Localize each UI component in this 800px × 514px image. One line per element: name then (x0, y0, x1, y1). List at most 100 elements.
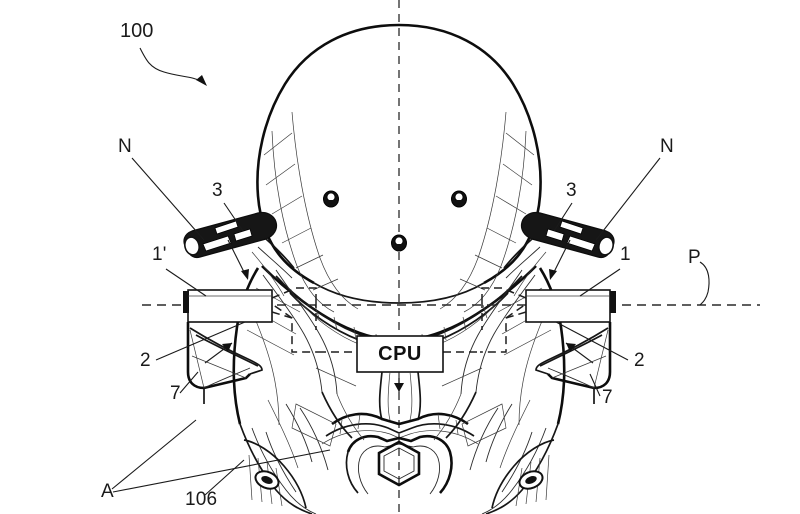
headlight-right-3 (501, 431, 533, 493)
mirror-slot-right-1 (566, 235, 596, 252)
label-unit-right-1: 1 (620, 244, 631, 265)
leader-106 (204, 459, 245, 496)
label-sensor-left-3: 3 (212, 180, 223, 201)
leader-3-left-arrow-shaft (227, 239, 246, 275)
leader-100-arrow (196, 75, 207, 86)
left-winglet-group (186, 322, 263, 404)
windscreen-rib-l4 (281, 227, 312, 244)
leader-p (699, 261, 710, 306)
windscreen-rib-l6 (312, 278, 339, 291)
windscreen-rib-l2 (265, 163, 296, 186)
leader-lines-group (111, 47, 710, 496)
cowl-panel-left-1 (262, 274, 323, 393)
mirror-slot-right-3 (559, 220, 584, 235)
cpu-box-group[interactable]: CPU (356, 335, 444, 373)
windscreen-rib-l1 (263, 132, 293, 156)
hidden-pocket-right-link (505, 303, 527, 319)
windscreen-seam-left-1 (291, 111, 359, 310)
left-flow-arrow-head (222, 343, 232, 352)
cpu-box[interactable] (356, 335, 444, 373)
leader-7-right (589, 373, 601, 397)
cowl-facet-left (291, 403, 337, 447)
mirror-tip-left (184, 236, 200, 256)
windscreen-rib-r4 (486, 227, 517, 244)
left-winglet-brace-1 (189, 329, 205, 389)
brow-tick-8 (462, 316, 467, 331)
hidden-pocket-right-bottom (480, 311, 527, 353)
mirror-stem-left (265, 238, 295, 269)
label-mirror-right-n: N (660, 136, 674, 157)
beak-inner (359, 443, 441, 495)
windscreen-lower-edge (313, 282, 485, 304)
side-crease-left-3 (267, 399, 299, 469)
label-front-cowl-106: 106 (185, 489, 217, 510)
headlight-right-bar-1 (545, 454, 550, 501)
spine-inner-right (409, 371, 413, 421)
side-crease-right-2 (469, 407, 499, 471)
brow-tick-3 (353, 326, 357, 341)
nose-bridge-2 (325, 423, 475, 437)
inner-wall-right-2 (433, 393, 462, 441)
hidden-pocket-left-bottom (271, 311, 318, 353)
windscreen-seam-left-2 (271, 130, 335, 313)
brow-tick-2 (333, 316, 338, 331)
inner-wall-right (445, 391, 477, 439)
label-winglet-left-2: 2 (140, 350, 151, 371)
cowl-hatch-left-3 (246, 329, 295, 356)
mirror-stem-right-3 (513, 251, 547, 297)
windscreen-rib-r2 (502, 163, 533, 186)
bridge-tick-3 (437, 413, 441, 430)
leader-3-right-arrow-shaft (552, 239, 571, 275)
hidden-pocket-left-top (271, 287, 317, 300)
windscreen-seam-right-1 (439, 111, 507, 310)
windscreen-outline-left (256, 23, 400, 285)
label-winglet-right-2: 2 (634, 350, 645, 371)
hex-intake-outer (377, 440, 421, 487)
side-crease-left-2 (299, 407, 329, 471)
windscreen-seam-right-2 (463, 130, 527, 313)
mirror-sensor-right-group (503, 211, 615, 297)
hidden-pocket-left-link (271, 303, 293, 319)
mirror-stem-left-3 (251, 251, 285, 297)
windscreen-group (256, 23, 542, 313)
windscreen-rib-r1 (505, 132, 535, 156)
leader-n-left (131, 157, 205, 241)
leader-a-1 (111, 419, 197, 490)
windscreen-rib-l5 (295, 254, 324, 269)
brow-tick-7 (443, 326, 447, 341)
leader-100 (139, 47, 204, 83)
label-bracket-left-7: 7 (170, 383, 181, 404)
right-winglet-brace-2 (551, 355, 607, 379)
label-arrows-a: A (101, 481, 114, 502)
headlight-left-bar-4 (275, 467, 283, 507)
spine-left (378, 371, 383, 421)
leader-1prime (165, 268, 207, 297)
leader-1 (579, 268, 621, 297)
mirror-stem-left-2 (257, 246, 293, 279)
windscreen-fastener-left (323, 190, 339, 208)
leader-3-right (553, 202, 573, 232)
label-plane-p: P (688, 247, 701, 268)
headlight-left-lens-top (243, 439, 307, 509)
side-crease-right-1 (485, 403, 513, 463)
label-sensor-right-3: 3 (566, 180, 577, 201)
mirror-slot-left-2 (233, 228, 253, 242)
windscreen-outline-right (398, 23, 542, 285)
left-winglet-brace-2 (191, 355, 247, 379)
right-unit-connector (610, 291, 616, 313)
side-crease-left-1 (285, 403, 313, 463)
leader-3-left (223, 202, 244, 232)
spine-inner-left (387, 371, 391, 421)
hex-intake-inner (383, 447, 415, 480)
headlight-left-bulb-core (261, 476, 273, 484)
cowl-panel-right-1 (475, 274, 536, 393)
leader-n-right (595, 157, 661, 241)
bridge-tick-4 (455, 419, 459, 435)
right-winglet-upper-face (535, 327, 609, 375)
cpu-label: CPU (378, 343, 422, 365)
headlight-right-bulb-core (525, 476, 537, 484)
mirror-tip-right (598, 236, 614, 256)
